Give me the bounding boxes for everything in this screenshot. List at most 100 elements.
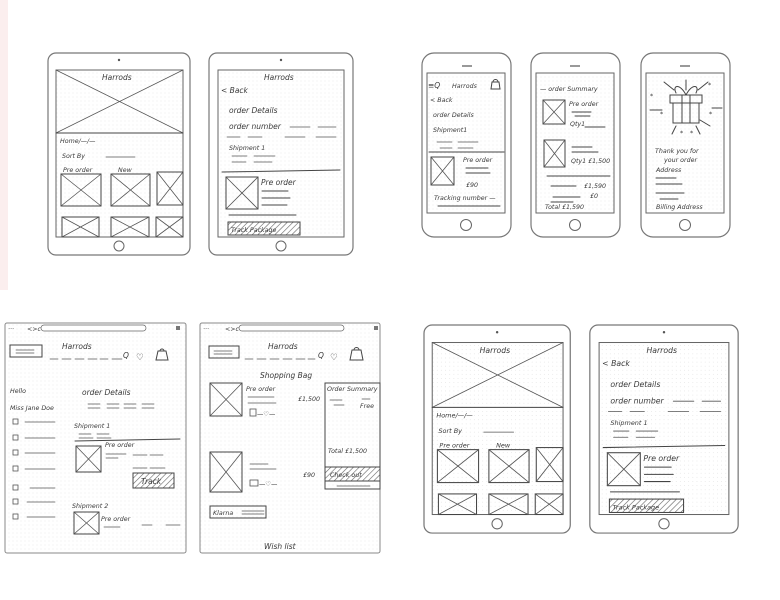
preorder-label: Pre order [101, 516, 131, 523]
product-image-placeholder[interactable] [535, 447, 564, 483]
home-button-icon [275, 240, 287, 252]
preorder-label: Pre order [643, 454, 680, 463]
product-image-placeholder[interactable] [110, 173, 151, 207]
shopping-bag-heading: Shopping Bag [260, 371, 312, 380]
back-link[interactable]: < Back [221, 86, 249, 95]
customer-name: Miss Jane Doe [10, 405, 54, 412]
product-image-placeholder[interactable] [61, 216, 100, 238]
item-price: £90 [303, 472, 315, 479]
menu-icon[interactable] [374, 326, 378, 330]
camera-icon [495, 330, 499, 334]
shipment-heading: Shipment1 [433, 126, 467, 134]
preorder-tag: Pre order [439, 442, 469, 450]
wish-list-link[interactable]: Wish list [264, 542, 297, 551]
checkbox[interactable] [12, 484, 19, 491]
window-controls-icon[interactable]: ··· [8, 326, 14, 333]
site-title: Harrods [268, 342, 298, 351]
search-icon[interactable]: Q [123, 351, 129, 360]
product-image-placeholder[interactable] [488, 493, 529, 516]
hero-image-placeholder [55, 69, 184, 134]
tablet-wireframes: Harrods Home/—/— Sort By Pre order New H… [47, 52, 354, 256]
home-button-icon [460, 219, 472, 231]
breadcrumb[interactable]: Home/—/— [60, 138, 96, 145]
checkout-button[interactable] [324, 466, 381, 482]
shopping-bag-icon[interactable] [490, 79, 501, 90]
search-icon[interactable]: Q [318, 351, 324, 360]
greeting: Hello [10, 388, 26, 395]
product-image-placeholder[interactable] [110, 216, 150, 238]
heart-icon[interactable]: ♡ [330, 353, 338, 363]
checkbox[interactable] [12, 449, 19, 456]
window-controls-icon[interactable]: ··· [203, 326, 209, 333]
track-button[interactable] [132, 472, 175, 489]
product-image-placeholder[interactable] [534, 493, 564, 516]
track-package-label: Track Package [612, 503, 659, 511]
tablet-order-screen: Harrods < Back order Details order numbe… [208, 52, 354, 256]
product-image-placeholder[interactable] [60, 173, 102, 207]
order-details-heading: order Details [82, 388, 131, 397]
browser-shopping-bag: ··· <>c Harrods Q ♡ Shopping Bag Pre ord… [199, 322, 381, 554]
home-button-icon [658, 518, 670, 530]
breadcrumb[interactable]: Home/—/— [436, 412, 473, 420]
trash-icon[interactable] [249, 479, 259, 487]
phone-order-details: ≡Q Harrods < Back order Details Shipment… [421, 52, 512, 238]
address-bar[interactable] [40, 324, 147, 332]
checkbox[interactable] [12, 513, 19, 520]
tablet-wireframes-copy: Harrods Home/—/— Sort By Pre order New H… [423, 324, 739, 534]
klarna-button[interactable] [209, 505, 267, 519]
shipping-value: £0 [590, 193, 598, 200]
checkbox[interactable] [12, 418, 19, 425]
product-image-placeholder [209, 451, 243, 493]
back-link[interactable]: < Back [602, 359, 630, 368]
svg-text:*: * [660, 111, 663, 118]
shopping-bag-icon[interactable] [349, 347, 364, 361]
home-button-icon [491, 518, 503, 530]
logo-placeholder[interactable] [208, 345, 240, 359]
track-package-button[interactable] [227, 221, 301, 236]
shipment-heading: Shipment 1 [229, 144, 265, 152]
product-image-placeholder [606, 452, 641, 487]
logo-placeholder[interactable] [9, 344, 43, 358]
sidebar-checklist [12, 418, 56, 520]
nav-arrows[interactable]: <>c [27, 326, 42, 333]
track-button-label: Track [141, 477, 162, 486]
checkbox[interactable] [12, 434, 19, 441]
wishlist-heart-icon[interactable]: —♡— [257, 411, 276, 418]
trash-icon[interactable] [249, 408, 257, 417]
total-label: Total £1,590 [545, 203, 584, 211]
order-summary-heading: — order Summary [540, 86, 598, 93]
product-image-placeholder [225, 176, 259, 210]
order-number-label: order number [610, 396, 664, 405]
heart-icon[interactable]: ♡ [136, 353, 144, 363]
item-price: £1,500 [298, 396, 320, 403]
product-image-placeholder[interactable] [436, 449, 480, 484]
product-image-placeholder [543, 139, 566, 168]
back-link[interactable]: < Back [430, 97, 453, 104]
track-package-button[interactable] [608, 498, 685, 513]
menu-icon[interactable] [176, 326, 180, 330]
thank-you-message: Thank you for [655, 148, 699, 155]
product-image-placeholder[interactable] [488, 449, 530, 484]
wishlist-heart-icon[interactable]: —♡— [259, 481, 278, 488]
sort-by-label[interactable]: Sort By [62, 152, 85, 160]
product-image-placeholder[interactable] [156, 171, 184, 206]
order-details-heading: order Details [433, 111, 474, 119]
order-summary-title: Order Summary [327, 386, 378, 393]
phone-thank-you: ****** Thank you for your order Address … [640, 52, 731, 238]
product-image-placeholder[interactable] [155, 216, 184, 238]
tracking-number-label[interactable]: Tracking number — [434, 195, 496, 202]
nav-arrows[interactable]: <>c [225, 326, 240, 333]
checkbox[interactable] [12, 465, 19, 472]
address-bar[interactable] [238, 324, 345, 332]
quantity-label: Qty1 [570, 120, 585, 128]
product-image-placeholder[interactable] [437, 493, 478, 516]
menu-search-icon[interactable]: ≡Q [428, 81, 440, 90]
checkbox[interactable] [12, 498, 19, 505]
shipment-heading: Shipment 1 [610, 419, 647, 427]
item-price: £90 [466, 182, 478, 189]
sort-by-label[interactable]: Sort By [438, 427, 462, 435]
tablet-home-screen: Harrods Home/—/— Sort By Pre order New [423, 324, 571, 534]
shopping-bag-icon[interactable] [155, 348, 169, 361]
new-tag: New [118, 167, 133, 174]
